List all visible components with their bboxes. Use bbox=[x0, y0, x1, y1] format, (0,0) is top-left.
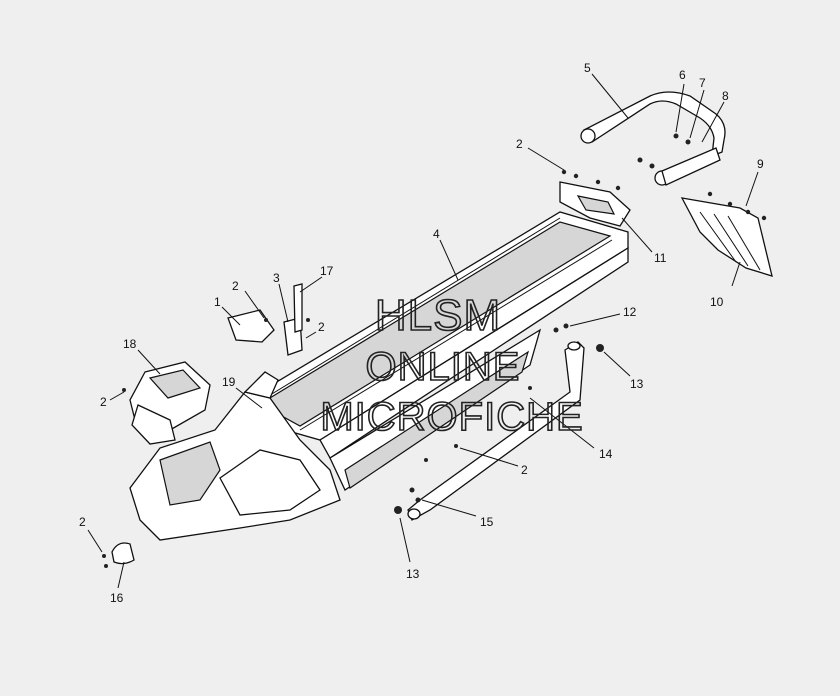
rear-grab-bar bbox=[580, 91, 726, 186]
callout-14: 14 bbox=[599, 447, 613, 461]
strap-17 bbox=[293, 283, 303, 333]
callout-2e: 2 bbox=[521, 463, 528, 477]
callout-7: 7 bbox=[699, 76, 706, 90]
callout-2a: 2 bbox=[232, 279, 239, 293]
steering-bracket bbox=[129, 361, 211, 445]
callout-2c: 2 bbox=[100, 395, 107, 409]
callout-13b: 13 bbox=[406, 567, 420, 581]
callout-18: 18 bbox=[123, 337, 137, 351]
callout-3: 3 bbox=[273, 271, 280, 285]
callout-8: 8 bbox=[722, 89, 729, 103]
callout-5: 5 bbox=[584, 61, 591, 75]
watermark: HLSM ONLINE MICROFICHE bbox=[320, 290, 584, 440]
callout-15: 15 bbox=[480, 515, 494, 529]
leader-lines bbox=[87, 73, 759, 589]
callout-17: 17 bbox=[320, 264, 334, 278]
callout-9: 9 bbox=[757, 157, 764, 171]
callout-19: 19 bbox=[222, 375, 236, 389]
rear-bracket bbox=[559, 181, 631, 227]
watermark-line-3: MICROFICHE bbox=[320, 395, 583, 439]
callout-6: 6 bbox=[679, 68, 686, 82]
callout-2f: 2 bbox=[79, 515, 86, 529]
callout-16: 16 bbox=[110, 591, 124, 605]
mount-plate-1 bbox=[227, 309, 275, 343]
callout-11: 11 bbox=[654, 251, 667, 265]
watermark-line-2: ONLINE bbox=[366, 345, 521, 389]
callout-13a: 13 bbox=[630, 377, 644, 391]
callout-12: 12 bbox=[623, 305, 637, 319]
callout-labels: 1 2 3 17 2 18 2 19 4 2 5 6 7 8 9 10 11 1… bbox=[79, 61, 764, 605]
callout-4: 4 bbox=[433, 227, 440, 241]
callout-10: 10 bbox=[710, 295, 724, 309]
callout-2d: 2 bbox=[516, 137, 523, 151]
front-bulkhead bbox=[129, 371, 341, 541]
callout-1: 1 bbox=[214, 295, 221, 309]
callout-2b: 2 bbox=[318, 320, 325, 334]
snow-flap bbox=[680, 197, 773, 277]
front-plate-16 bbox=[111, 542, 135, 565]
fasteners bbox=[102, 133, 767, 568]
watermark-line-1: HLSM bbox=[375, 291, 501, 340]
running-board bbox=[407, 341, 585, 521]
chassis-tunnel bbox=[249, 211, 629, 491]
